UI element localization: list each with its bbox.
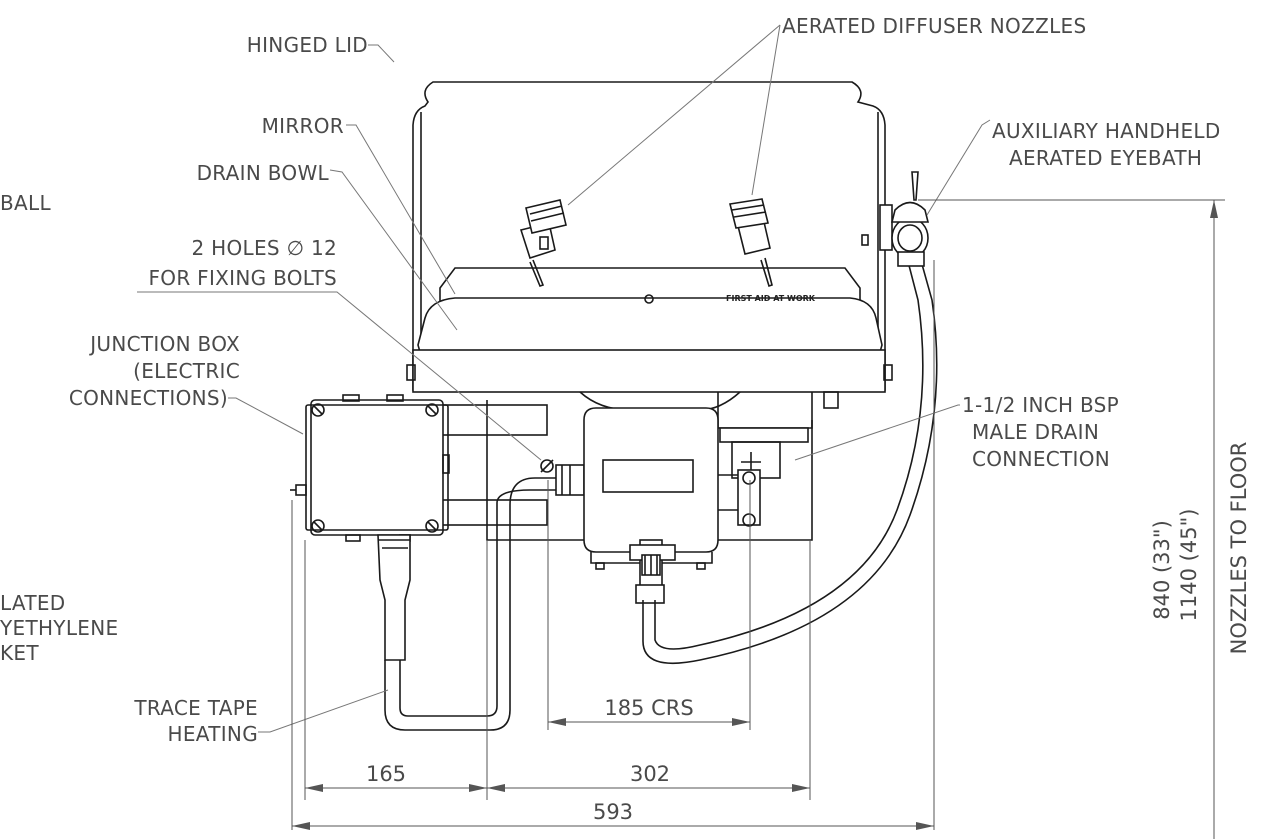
- label-mirror: MIRROR: [262, 114, 344, 138]
- callout-labels: HINGED LID MIRROR DRAIN BOWL BALL 2 HOLE…: [0, 14, 1221, 746]
- label-jacket-line2: YETHYLENE: [0, 616, 118, 640]
- drain-bowl: [417, 297, 883, 353]
- label-trace-line2: HEATING: [168, 722, 258, 746]
- eyewash-unit: FIRST AID AT WORK: [290, 81, 938, 731]
- dimension-labels: 185 CRS 165 302 593 840 (33") 1140 (45")…: [366, 442, 1251, 824]
- label-junction-line3: CONNECTIONS): [69, 386, 228, 410]
- label-holes-line1: 2 HOLES ∅ 12: [191, 236, 337, 260]
- label-drain-conn-line2: MALE DRAIN: [972, 420, 1099, 444]
- dim-nozzles-to-floor: NOZZLES TO FLOOR: [1227, 442, 1251, 655]
- dim-185-crs: 185 CRS: [604, 696, 693, 720]
- junction-box: [290, 394, 450, 542]
- label-junction-line1: JUNCTION BOX: [88, 332, 240, 356]
- label-eyebath-line2: AERATED EYEBATH: [1009, 146, 1202, 170]
- label-hinged-lid: HINGED LID: [247, 33, 368, 57]
- dim-593: 593: [593, 800, 633, 824]
- label-trace-line1: TRACE TAPE: [133, 696, 258, 720]
- leader-lines: [137, 24, 991, 733]
- label-ball: BALL: [0, 191, 51, 215]
- dimensions: [291, 199, 1225, 839]
- first-aid-text: FIRST AID AT WORK: [726, 294, 816, 303]
- auxiliary-eyebath: [861, 171, 930, 267]
- label-aerated-nozzles: AERATED DIFFUSER NOZZLES: [782, 14, 1086, 38]
- valve-housing: [583, 407, 761, 604]
- eyebath-hose: [654, 249, 924, 650]
- label-eyebath-line1: AUXILIARY HANDHELD: [992, 119, 1221, 143]
- trace-tape-pipe: [384, 477, 560, 731]
- dim-302: 302: [630, 762, 670, 786]
- label-drain-bowl: DRAIN BOWL: [197, 161, 330, 185]
- label-drain-conn-line1: 1-1/2 INCH BSP: [962, 393, 1119, 417]
- label-jacket-line3: KET: [0, 641, 39, 665]
- dim-165: 165: [366, 762, 406, 786]
- hinged-lid: [412, 81, 886, 391]
- label-holes-line2: FOR FIXING BOLTS: [148, 266, 337, 290]
- right-diffuser-nozzle: [729, 198, 773, 288]
- label-jacket-line1: LATED: [0, 591, 65, 615]
- dim-840: 840 (33"): [1150, 520, 1174, 620]
- left-diffuser-nozzle: [519, 199, 567, 287]
- label-drain-conn-line3: CONNECTION: [972, 447, 1110, 471]
- label-junction-line2: (ELECTRIC: [133, 359, 240, 383]
- dim-1140: 1140 (45"): [1177, 509, 1201, 622]
